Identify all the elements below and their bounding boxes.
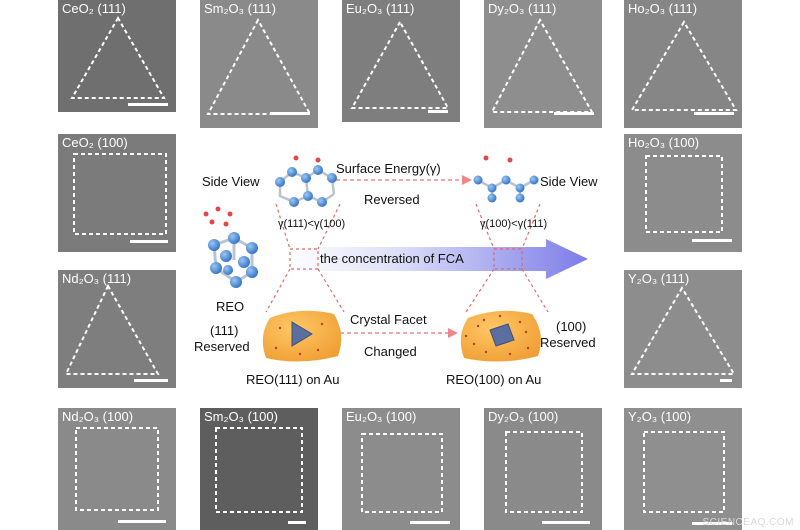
scale-bar: [270, 112, 310, 115]
square-outline: [645, 155, 723, 233]
reversed-label: Reversed: [364, 192, 420, 207]
crystal-facet-label: Crystal Facet: [350, 312, 427, 327]
panel-label: CeO₂ (100): [62, 135, 128, 150]
sem-panel-nd2o3-111: Nd₂O₃ (111): [58, 270, 176, 388]
sem-panel-ceo2-111: CeO₂ (111): [58, 0, 176, 112]
reserved-111-facet: (111): [210, 323, 239, 338]
scale-bar: [692, 522, 732, 525]
triangle-outline: [490, 17, 594, 113]
sem-panel-y2o3-100: Y₂O₃ (100): [624, 408, 742, 530]
square-outline: [361, 433, 443, 513]
triangle-outline: [630, 20, 738, 111]
side-view-100-lattice: [473, 155, 539, 203]
panel-label: Nd₂O₃ (111): [62, 271, 132, 286]
reserved-100-word: Reserved: [540, 335, 596, 350]
sem-panel-sm2o3-111: Sm₂O₃ (111): [200, 0, 318, 128]
scale-bar: [542, 521, 590, 524]
sem-panel-ceo2-100: CeO₂ (100): [58, 134, 176, 252]
scale-bar: [692, 239, 732, 242]
fca-arrow-label: the concentration of FCA: [320, 251, 464, 266]
square-outline: [75, 427, 159, 511]
square-outline: [73, 153, 167, 235]
triangle-outline: [350, 19, 450, 109]
triangle-outline: [70, 15, 166, 99]
side-view-left-label: Side View: [202, 174, 260, 189]
sem-panel-y2o3-111: Y₂O₃ (111): [624, 270, 742, 388]
square-outline: [215, 427, 303, 513]
changed-label: Changed: [364, 344, 417, 359]
scale-bar: [694, 112, 734, 115]
scale-bar: [288, 521, 306, 524]
panel-label: Eu₂O₃ (100): [346, 409, 417, 424]
side-view-111-lattice: [275, 155, 337, 207]
gamma-right-label: γ(100)<γ(111): [480, 218, 548, 230]
scale-bar: [720, 379, 732, 382]
scale-bar: [428, 110, 448, 113]
triangle-outline: [64, 283, 160, 375]
scale-bar: [554, 112, 594, 115]
sem-panel-ho2o3-111: Ho₂O₃ (111): [624, 0, 742, 128]
sem-panel-dy2o3-111: Dy₂O₃ (111): [484, 0, 602, 128]
panel-label: Ho₂O₃ (111): [628, 1, 698, 16]
reo111-on-au-label: REO(111) on Au: [246, 372, 340, 387]
sem-panel-nd2o3-100: Nd₂O₃ (100): [58, 408, 176, 530]
reserved-111-word: Reserved: [194, 339, 250, 354]
scale-bar: [134, 379, 168, 382]
scale-bar: [410, 521, 450, 524]
watermark: SCIENCEAQ.COM: [702, 517, 794, 528]
reo-label: REO: [216, 299, 245, 314]
sem-panel-ho2o3-100: Ho₂O₃ (100): [624, 134, 742, 252]
gamma-left-label: γ(111)<γ(100): [278, 218, 346, 230]
panel-label: Eu₂O₃ (111): [346, 1, 415, 16]
panel-label: CeO₂ (111): [62, 1, 126, 16]
sem-panel-dy2o3-100: Dy₂O₃ (100): [484, 408, 602, 530]
panel-label: Dy₂O₃ (111): [488, 1, 557, 16]
au-substrate-111: [262, 310, 342, 362]
sem-panel-sm2o3-100: Sm₂O₃ (100): [200, 408, 318, 530]
panel-label: Ho₂O₃ (100): [628, 135, 700, 150]
scale-bar: [128, 103, 168, 106]
scale-bar: [130, 240, 168, 243]
reo100-on-au-label: REO(100) on Au: [446, 372, 542, 387]
panel-label: Nd₂O₃ (100): [62, 409, 134, 424]
panel-label: Y₂O₃ (111): [628, 271, 690, 286]
square-outline: [505, 431, 583, 513]
panel-label: Dy₂O₃ (100): [488, 409, 559, 424]
panel-label: Sm₂O₃ (100): [204, 409, 278, 424]
triangle-outline: [206, 17, 312, 115]
sem-panel-eu2o3-100: Eu₂O₃ (100): [342, 408, 460, 530]
au-substrate-100: [460, 310, 541, 362]
panel-label: Y₂O₃ (100): [628, 409, 692, 424]
reo-cluster-icon: [203, 206, 258, 288]
side-view-right-label: Side View: [540, 174, 598, 189]
panel-label: Sm₂O₃ (111): [204, 1, 276, 16]
sem-panel-eu2o3-111: Eu₂O₃ (111): [342, 0, 460, 122]
triangle-outline: [630, 286, 736, 375]
surface-energy-label: Surface Energy(γ): [336, 161, 441, 176]
square-outline: [643, 431, 725, 513]
reserved-100-facet: (100): [556, 319, 587, 334]
scale-bar: [118, 520, 166, 523]
